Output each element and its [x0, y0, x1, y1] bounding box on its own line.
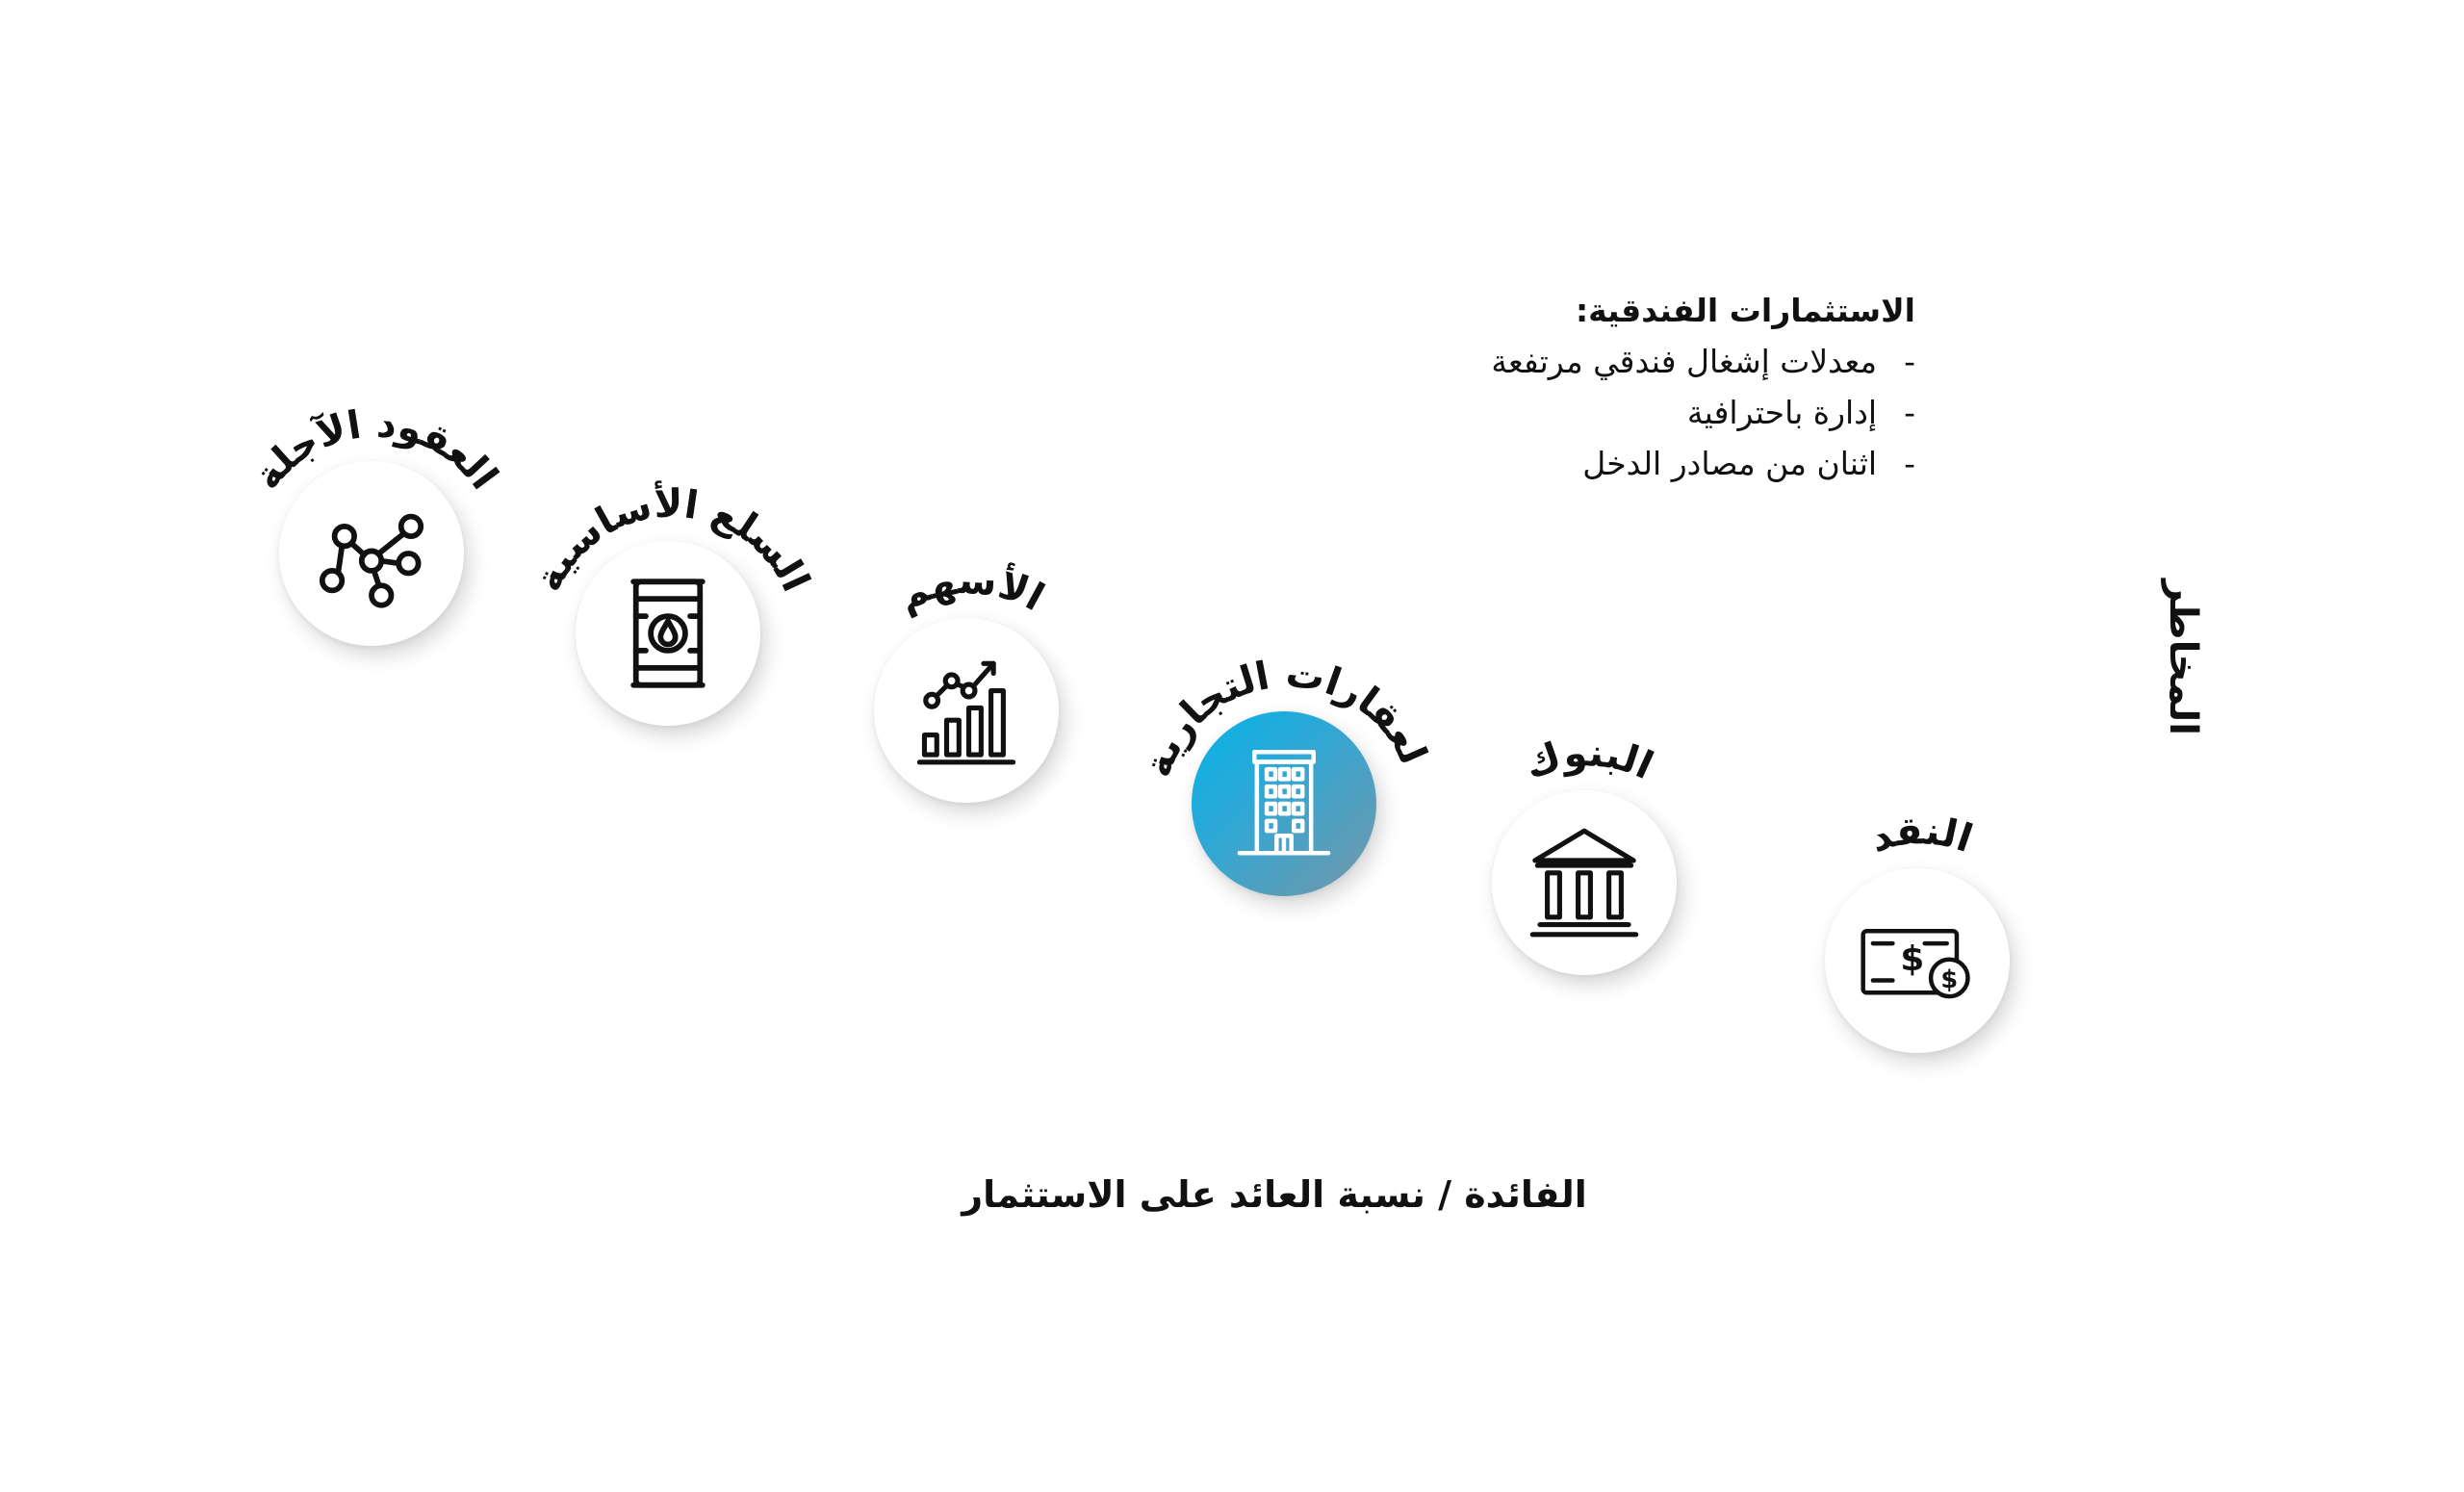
cash-icon: $ $	[1861, 929, 1970, 999]
item-label: النقد	[1865, 809, 1978, 862]
svg-text:البنوك: البنوك	[1519, 731, 1659, 788]
arc-label-cash: النقد	[1865, 809, 1978, 862]
bullet-dash: -	[1904, 343, 1915, 380]
bullet-dash: -	[1904, 394, 1915, 431]
item-node-commercial-real-estate	[1192, 711, 1376, 896]
svg-text:$: $	[1900, 939, 1924, 979]
info-box-title: الاستثمارات الفندقية:	[1575, 292, 1915, 329]
item-label: الأسهم	[891, 558, 1051, 620]
arc-label-banks: البنوك	[1519, 731, 1659, 788]
building-icon	[1237, 750, 1331, 856]
bank-icon	[1529, 828, 1639, 938]
svg-text:الأسهم: الأسهم	[891, 558, 1051, 620]
svg-text:النقد: النقد	[1865, 809, 1978, 862]
bullet-text: إدارة باحترافية	[1686, 394, 1878, 431]
item-node-stocks	[874, 618, 1059, 803]
risk-axis-label: المخاطر	[2161, 579, 2205, 735]
growth-chart-icon	[916, 660, 1016, 765]
info-box: الاستثمارات الفندقية: - معدلات إشغال فند…	[1491, 285, 1915, 489]
item-node-futures	[279, 461, 464, 646]
return-axis-label: الفائدة / نسبة العائد على الاستثمار	[962, 1173, 1587, 1216]
bullet-text: معدلات إشغال فندقي مرتفعة	[1491, 343, 1878, 380]
item-node-banks	[1492, 790, 1677, 975]
item-node-cash: $ $	[1825, 868, 2010, 1053]
item-label: البنوك	[1519, 731, 1659, 788]
bullet-text: اثنان من مصادر الدخل	[1582, 445, 1878, 482]
oil-barrel-icon	[630, 579, 706, 688]
svg-text:$: $	[1940, 965, 1958, 994]
list-item: - اثنان من مصادر الدخل	[1491, 438, 1915, 489]
list-item: - معدلات إشغال فندقي مرتفعة	[1491, 336, 1915, 387]
arc-label-stocks: الأسهم	[891, 558, 1051, 620]
bullet-dash: -	[1904, 445, 1915, 482]
network-nodes-icon	[319, 513, 424, 608]
list-item: - إدارة باحترافية	[1491, 387, 1915, 438]
info-box-list: - معدلات إشغال فندقي مرتفعة - إدارة باحت…	[1491, 336, 1915, 489]
item-node-commodities	[576, 541, 760, 726]
